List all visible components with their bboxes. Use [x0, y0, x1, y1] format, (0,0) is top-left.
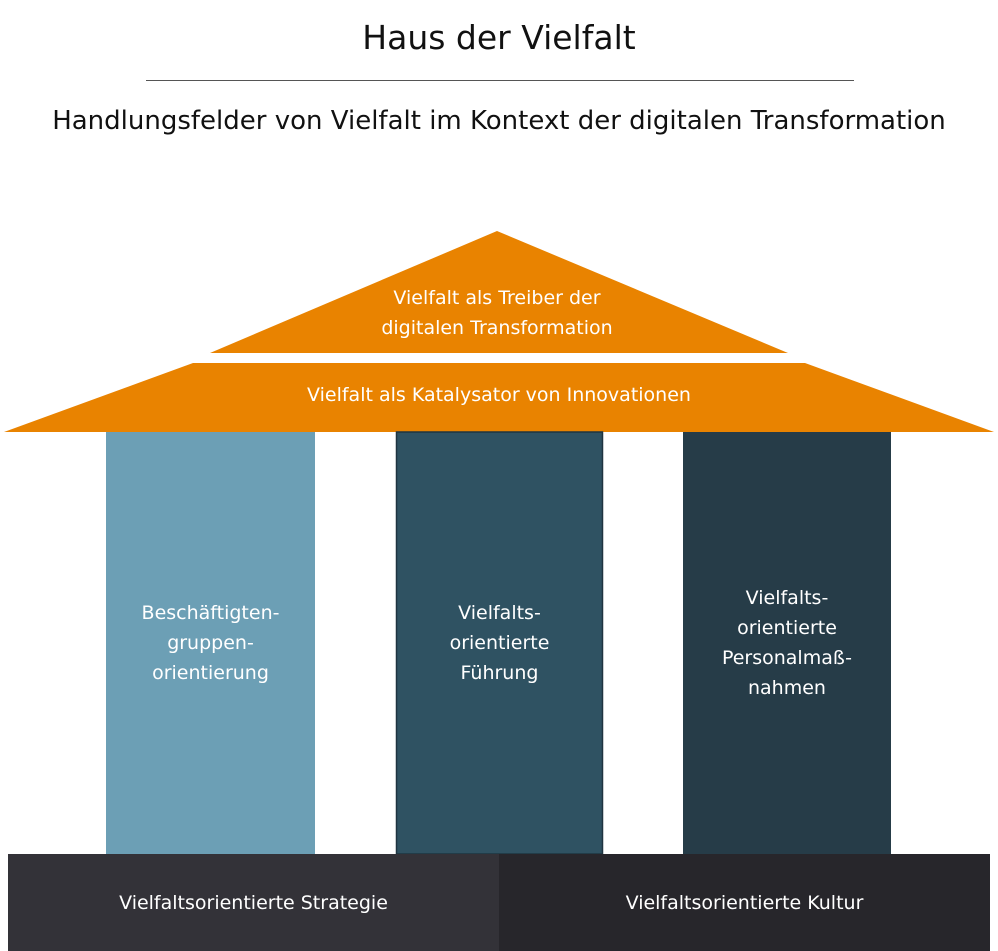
pillar-1-label: Beschäftigten- gruppen- orientierung: [141, 602, 280, 684]
title-divider: [146, 80, 854, 81]
diagram-subtitle: Handlungsfelder von Vielfalt im Kontext …: [52, 106, 946, 136]
base-left-label: Vielfaltsorientierte Strategie: [119, 891, 388, 914]
pillar-3: [683, 432, 891, 854]
pillar-2: [395, 431, 604, 855]
pillar-3-label: Vielfalts- orientierte Personalmaß- nahm…: [721, 587, 853, 699]
roof-top-label: Vielfalt als Treiber der digitalen Trans…: [381, 287, 613, 339]
roof-band-label: Vielfalt als Katalysator von Innovatione…: [307, 384, 691, 406]
base-right: [499, 854, 990, 951]
pillar-2-label: Vielfalts- orientierte Führung: [449, 602, 550, 684]
base-left: [8, 854, 499, 951]
roof-band: [4, 363, 994, 432]
pillar-1: [106, 432, 315, 854]
base-right-label: Vielfaltsorientierte Kultur: [625, 891, 864, 914]
roof-triangle: [210, 231, 788, 353]
diagram-title: Haus der Vielfalt: [362, 18, 636, 57]
